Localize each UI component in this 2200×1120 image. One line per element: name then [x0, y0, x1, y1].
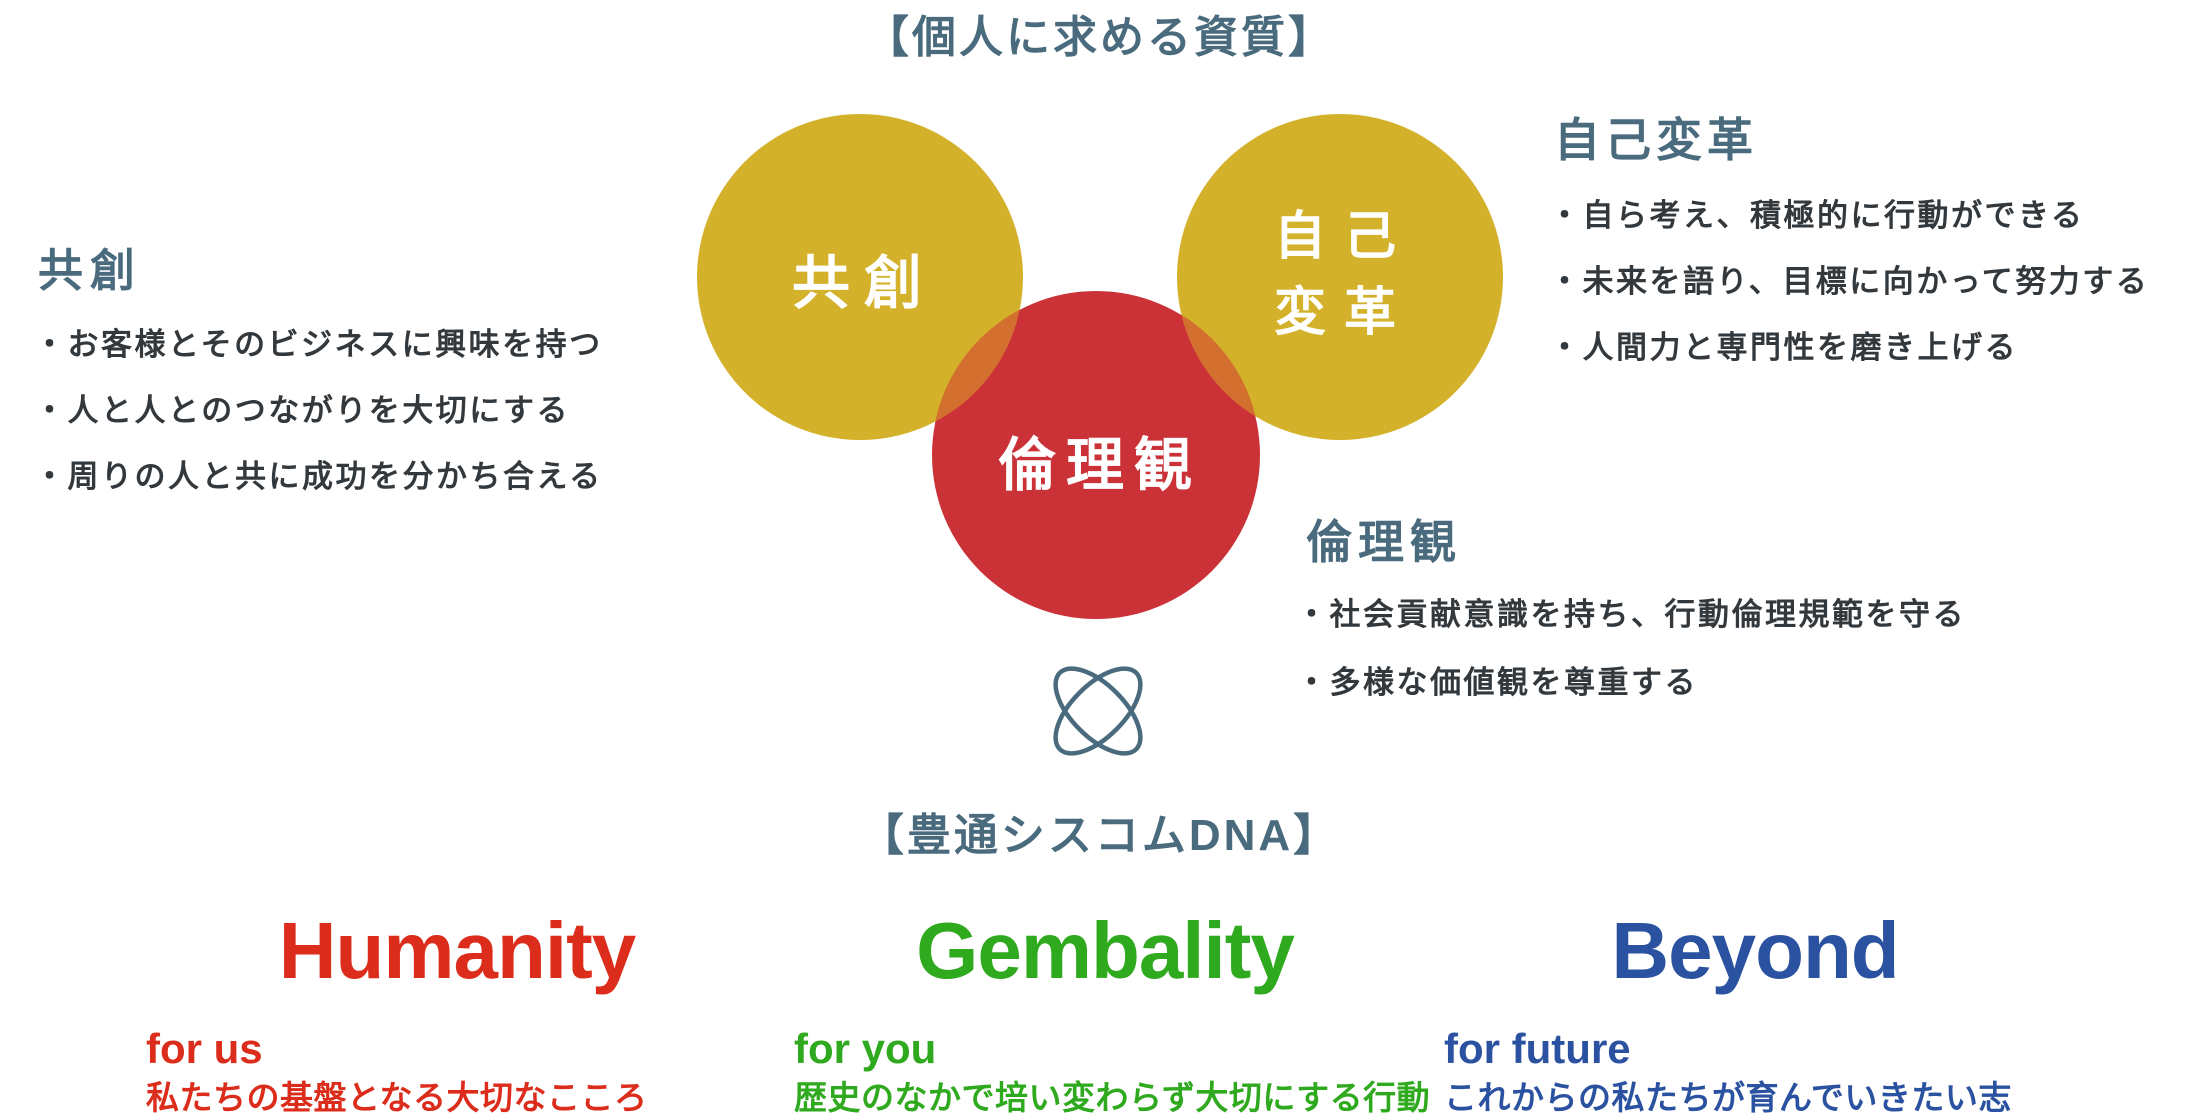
bullet-item: ・周りの人と共に成功を分かち合える	[34, 459, 603, 494]
bullet-item: ・多様な価値観を尊重する	[1296, 665, 1698, 700]
circle-label-rinrikan: 倫理観	[997, 433, 1203, 498]
circle-kyoso	[697, 114, 1023, 440]
bullet-item: ・人間力と専門性を磨き上げる	[1549, 330, 2018, 365]
section-title-dna: 【豊通シスコムDNA】	[859, 811, 1341, 860]
circle-rinrikan	[932, 291, 1260, 619]
circle-label-jiko-henkaku: 自己 変革	[1274, 199, 1414, 351]
dna-title-beyond: Beyond	[1611, 906, 1899, 995]
bullet-item: ・人と人とのつながりを大切にする	[34, 393, 570, 428]
circle-jiko-henkaku	[1177, 114, 1503, 440]
bullet-list-jiko-henkaku: ・自ら考え、積極的に行動ができる ・未来を語り、目標に向かって努力する ・人間力…	[1549, 183, 2149, 381]
dna-column-humanity: Humanity for us 私たちの基盤となる大切なこころ	[143, 905, 771, 1120]
dna-title-gembality: Gembality	[916, 906, 1295, 995]
dna-tagline-gembality: for you	[794, 1025, 937, 1072]
section-title-qualities: 【個人に求める資質】	[865, 13, 1335, 62]
heading-jiko-henkaku: 自己変革	[1554, 114, 1758, 166]
atom-icon	[1053, 666, 1143, 756]
bullet-item: ・自ら考え、積極的に行動ができる	[1549, 198, 2085, 233]
bullet-list-rinrikan: ・社会貢献意識を持ち、行動倫理規範を守る ・多様な価値観を尊重する	[1296, 581, 1966, 717]
heading-rinrikan: 倫理観	[1306, 516, 1462, 568]
bullet-item: ・未来を語り、目標に向かって努力する	[1549, 264, 2150, 299]
dna-column-beyond: Beyond for future これからの私たちが育んでいきたい志	[1441, 905, 2069, 1120]
dna-tagline-beyond: for future	[1444, 1025, 1631, 1072]
bullet-list-kyoso: ・お客様とそのビジネスに興味を持つ ・人と人とのつながりを大切にする ・周りの人…	[34, 312, 603, 510]
circle-label-jiko-line1: 自己	[1273, 208, 1415, 266]
bullet-item: ・お客様とそのビジネスに興味を持つ	[34, 327, 603, 362]
circle-label-kyoso: 共創	[791, 251, 937, 316]
dna-desc-beyond: これからの私たちが育んでいきたい志	[1444, 1079, 2012, 1116]
heading-kyoso: 共創	[38, 245, 143, 296]
dna-title-humanity: Humanity	[278, 906, 637, 995]
circle-label-jiko-line2: 変革	[1273, 284, 1415, 342]
dna-column-gembality: Gembality for you 歴史のなかで培い変わらず大切にする行動	[791, 905, 1430, 1120]
dna-desc-gembality: 歴史のなかで培い変わらず大切にする行動	[794, 1079, 1431, 1116]
dna-tagline-humanity: for us	[146, 1025, 263, 1072]
bullet-item: ・社会貢献意識を持ち、行動倫理規範を守る	[1296, 597, 1966, 632]
dna-desc-humanity: 私たちの基盤となる大切なこころ	[146, 1079, 648, 1116]
